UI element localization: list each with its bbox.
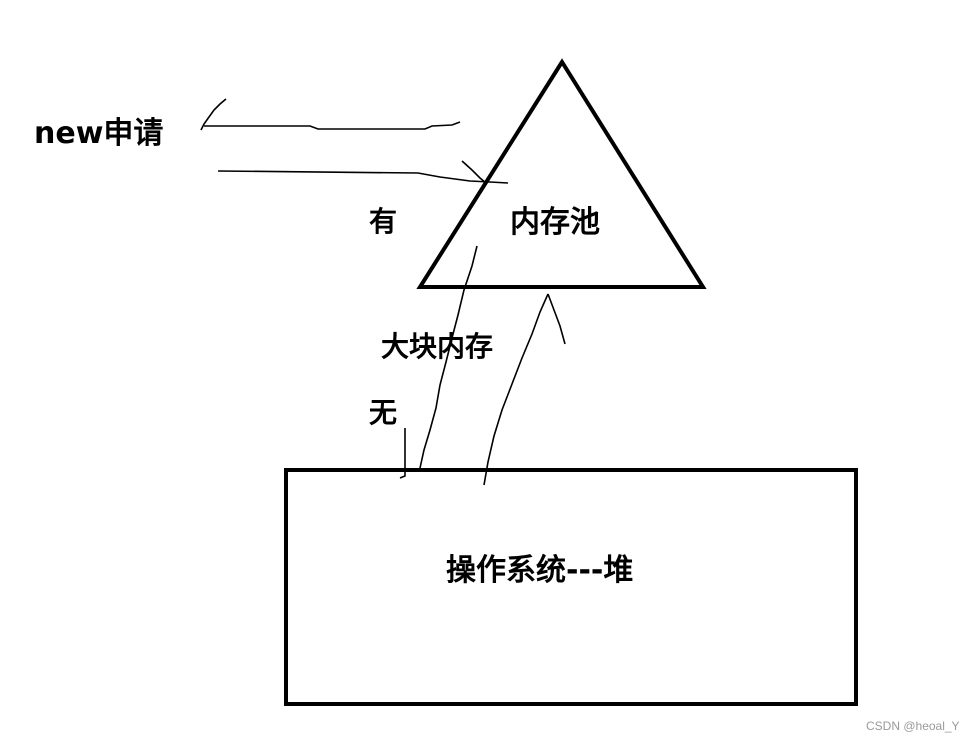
heap-to-pool-line-right: [483, 293, 549, 486]
os-heap-box: [284, 468, 858, 706]
label-big-block-memory: 大块内存: [381, 330, 493, 363]
request-arrow-tick: [461, 160, 487, 184]
heap-to-pool-arrowhead: [547, 293, 566, 345]
label-has: 有: [369, 205, 397, 238]
request-arrow-line-lower: [217, 170, 509, 184]
label-os-heap: 操作系统---堆: [446, 553, 633, 588]
csdn-watermark: CSDN @heoal_Y: [866, 719, 960, 733]
label-new-request: new申请: [34, 116, 163, 151]
none-branch-tick: [399, 428, 406, 479]
label-memory-pool: 内存池: [510, 205, 600, 240]
request-arrow-hook: [200, 98, 227, 131]
label-none: 无: [369, 396, 397, 429]
heap-to-pool-line-left: [419, 245, 478, 469]
memory-pool-triangle: [416, 58, 707, 289]
request-arrow-line-upper: [204, 121, 461, 130]
